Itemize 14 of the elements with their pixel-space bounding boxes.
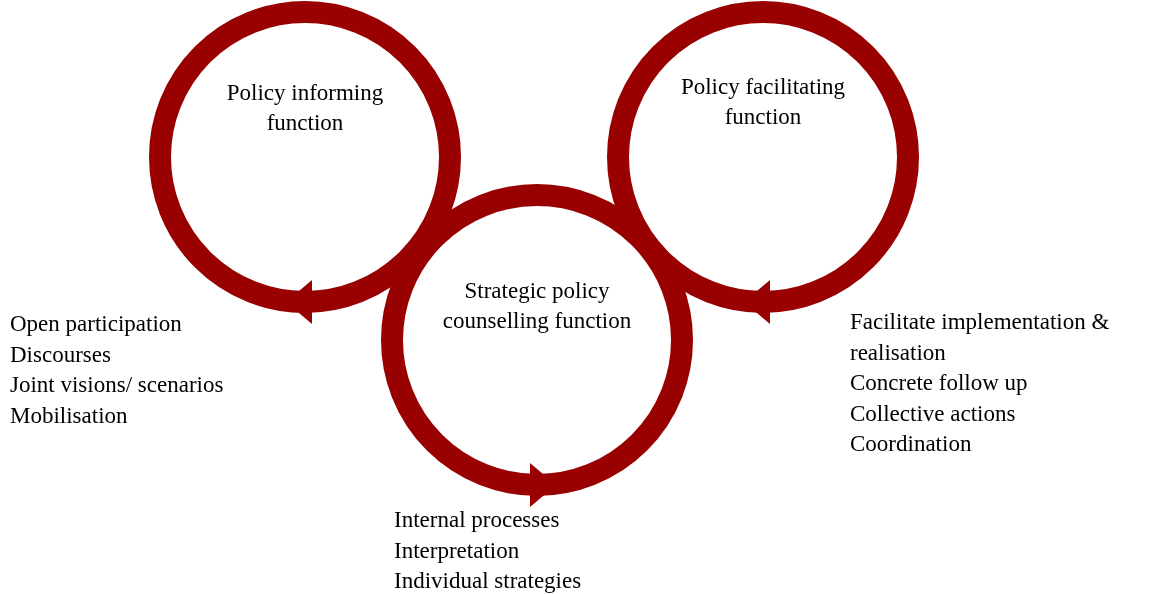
list-item: Discourses [10, 340, 112, 369]
node-label: Strategic policy counselling function [441, 277, 633, 335]
list-item: Facilitate implementation & realisation [850, 308, 1111, 367]
list-item: Coordination [850, 430, 973, 458]
list-item: Concrete follow up [850, 369, 1029, 397]
list-item: Collective actions [850, 399, 1017, 428]
node-label: Policy facilitating function [679, 73, 847, 131]
list-item: Interpretation [394, 536, 521, 565]
list-item: Internal processes [394, 506, 561, 534]
list-item: Open participation [10, 310, 183, 338]
list-item: Mobilisation [10, 401, 129, 430]
list-item: Joint visions/ scenarios [10, 371, 225, 399]
list-item: Individual strategies [394, 567, 583, 594]
node-label: Policy informing function [225, 79, 385, 137]
